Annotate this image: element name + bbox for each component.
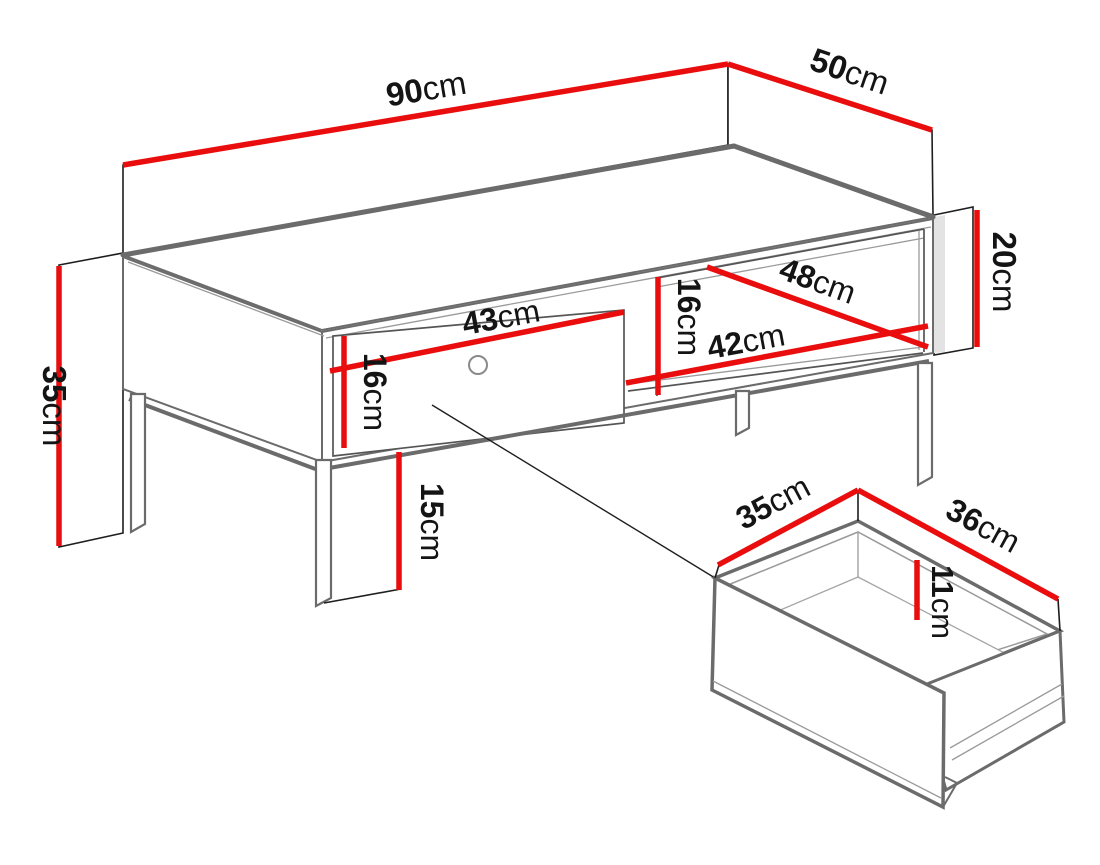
- drawer-slide-rail-1: [949, 683, 1063, 749]
- top-left-edge: [122, 254, 323, 331]
- drawer-leader-line: [431, 404, 716, 579]
- dim-niche-width-label: 42cm: [704, 316, 788, 366]
- dim-drawer-front-width-label: 43cm: [459, 292, 543, 342]
- dim-width-label: 90cm: [383, 64, 469, 114]
- leg-front-left: [314, 458, 333, 608]
- dim-drawer-front-width-line: [329, 309, 625, 374]
- dimension-labels: 90cm 50cm 20cm 35cm 43cm 16cm 16cm 48cm …: [36, 40, 1026, 639]
- dim-niche-height-label: 16cm: [671, 278, 707, 356]
- side-height-flap-shadow: [934, 215, 945, 353]
- niche-bottom-edge-inner: [627, 346, 924, 385]
- frame-left-rail: [128, 397, 319, 472]
- floor-extension-line: [323, 588, 402, 604]
- top-right-edge: [731, 143, 936, 220]
- leg-back-left: [129, 392, 147, 534]
- dim-niche-width-line: [625, 323, 929, 386]
- top-front-edge: [321, 216, 934, 331]
- drawer-front-thickness-line: [712, 680, 942, 799]
- drawer-slide-rail-2: [951, 695, 1065, 761]
- drawer-detail: [710, 490, 1066, 810]
- drawer-front-notch: [942, 776, 959, 808]
- dim-depth-line: [727, 61, 933, 133]
- top-left-edge-inner: [127, 261, 325, 337]
- niche-top-edge: [656, 228, 925, 279]
- drawer-front-panel: [332, 309, 625, 457]
- dimension-lines: [56, 61, 1060, 602]
- dim-leg-height-label: 15cm: [414, 483, 450, 561]
- leg-front-right: [916, 361, 934, 487]
- frame-front-rail: [317, 359, 930, 472]
- top-face: [123, 146, 933, 330]
- dim-drawer-inner-depth-line: [716, 487, 860, 568]
- leg-back-right: [734, 389, 751, 437]
- dim-drawer-inner-height-label: 11cm: [925, 565, 960, 639]
- dim-drawer-front-height-label: 16cm: [357, 353, 393, 431]
- top-back-edge: [120, 143, 737, 258]
- niche-bottom-edge: [627, 352, 924, 392]
- drawer-ext-a: [714, 564, 720, 579]
- drawer-ext-c: [1057, 598, 1061, 632]
- dim-width-line: [122, 61, 729, 168]
- dim-body-height-label: 20cm: [986, 232, 1023, 313]
- niche-top-edge-inner: [656, 237, 925, 288]
- drawer-handle-icon: [468, 355, 488, 375]
- dim-drawer-inner-width-line: [856, 487, 1060, 602]
- dim-total-height-label: 35cm: [36, 366, 73, 447]
